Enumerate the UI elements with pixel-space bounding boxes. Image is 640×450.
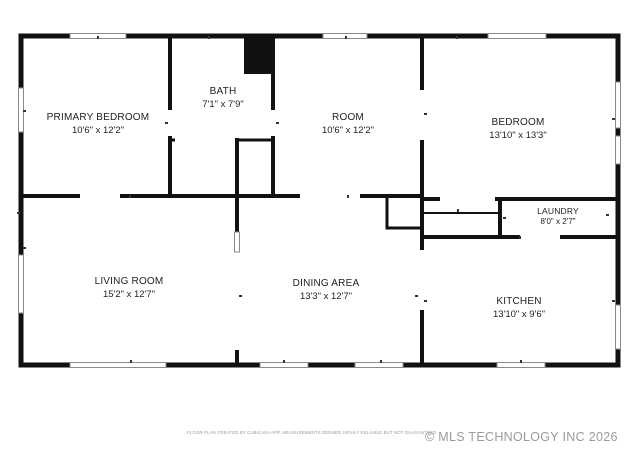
- room-dims: 10'6" x 12'2": [321, 124, 375, 136]
- window-kitchen-right: [615, 304, 621, 350]
- chimney-block: [244, 38, 272, 74]
- room-name: LAUNDRY: [537, 206, 579, 216]
- door-bath: [167, 110, 173, 136]
- window-bedroom-right: [615, 81, 621, 129]
- room-label-bedroom: BEDROOM 13'10" x 13'3": [489, 117, 546, 141]
- door-laundry: [520, 234, 560, 240]
- door-openings: [80, 90, 560, 350]
- window-living-left: [18, 254, 24, 314]
- room-dims: 10'6" x 12'2": [71, 124, 125, 136]
- door-hall: [440, 196, 495, 202]
- window-bedroom-top: [487, 33, 547, 39]
- copyright-watermark: © MLS TECHNOLOGY INC 2026: [425, 430, 618, 444]
- room-label-living-room: LIVING ROOM 15'2" x 12'7": [95, 276, 164, 300]
- window-bedroom-right-2: [615, 135, 621, 165]
- room-label-room: ROOM 10'6" x 12'2": [322, 112, 374, 136]
- room-name: BEDROOM: [491, 117, 545, 128]
- room-label-primary-bedroom: PRIMARY BEDROOM 10'6" x 12'2": [47, 112, 150, 136]
- door-living-dining: [234, 250, 240, 350]
- door-closet: [175, 137, 235, 143]
- room-label-dining-area: DINING AREA 13'3" x 12'7": [293, 278, 360, 302]
- door-room: [300, 193, 360, 199]
- room-dims: 13'3" x 12'7": [299, 290, 353, 302]
- room-name: PRIMARY BEDROOM: [46, 112, 150, 123]
- window-kitchen-bottom: [496, 362, 546, 368]
- room-dims: 8'0" x 2'7": [540, 216, 576, 226]
- floor-plan-disclaimer: FLOOR PLAN CREATED BY CUBICASA APP. MEAS…: [187, 430, 438, 435]
- room-label-laundry: LAUNDRY 8'0" x 2'7": [537, 206, 579, 227]
- window-living-dining-inner: [234, 231, 240, 253]
- door-kitchen: [419, 250, 425, 310]
- door-bath-room: [270, 110, 276, 136]
- room-dims: 15'2" x 12'7": [102, 288, 156, 300]
- room-dims: 7'1" x 7'9": [202, 98, 244, 110]
- window-living-bottom: [69, 362, 167, 368]
- window-dining-bottom-1: [259, 362, 309, 368]
- room-dims: 13'10" x 9'6": [492, 308, 546, 320]
- room-label-kitchen: KITCHEN 13'10" x 9'6": [493, 296, 545, 320]
- room-name: BATH: [209, 86, 237, 97]
- room-name: DINING AREA: [292, 278, 360, 289]
- room-name: ROOM: [332, 112, 364, 123]
- room-name: LIVING ROOM: [94, 276, 164, 287]
- tick-marks: [17, 36, 615, 363]
- window-dining-bottom-2: [354, 362, 404, 368]
- window-primary-left: [18, 87, 24, 133]
- room-name: KITCHEN: [496, 296, 542, 307]
- door-bedroom: [419, 90, 425, 140]
- room-label-bath: BATH 7'1" x 7'9": [202, 86, 244, 110]
- door-primary-bedroom: [80, 193, 120, 199]
- room-dims: 13'10" x 13'3": [489, 129, 547, 141]
